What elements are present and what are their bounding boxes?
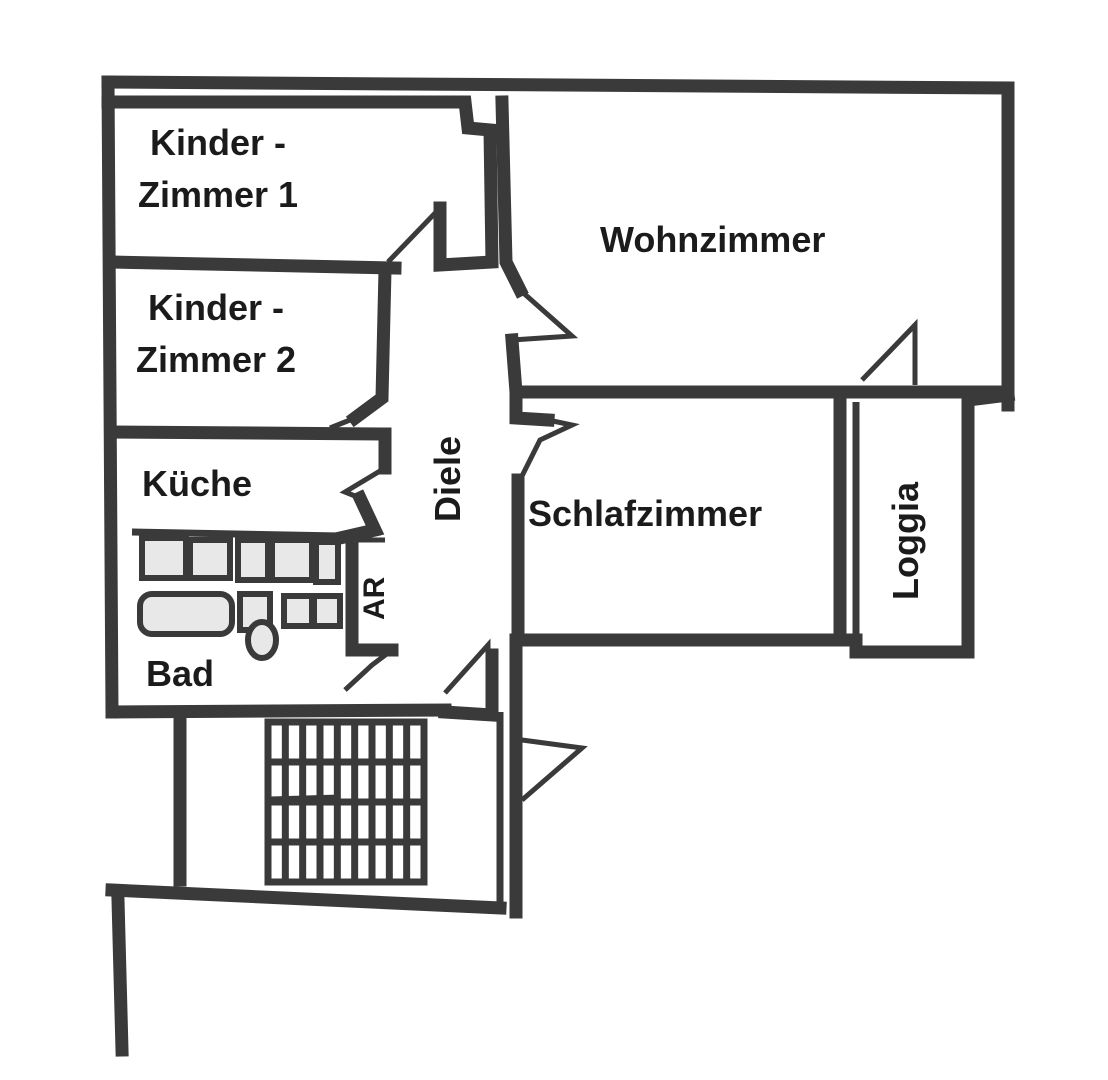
wall-kinder1-right (101, 95, 499, 272)
fixtures (137, 535, 343, 661)
kitchen-counter-3 (313, 539, 341, 585)
door-kueche (339, 465, 387, 501)
label-kueche: Küche (142, 463, 252, 504)
label-schlafzimmer: Schlafzimmer (528, 493, 762, 534)
door-kinder2 (329, 415, 356, 431)
door-kinder1 (386, 206, 442, 264)
wall-loggia-outer (849, 387, 1016, 659)
bathtub (137, 591, 235, 637)
wall-wohn-left (495, 95, 529, 299)
wall-bad-right (345, 541, 399, 657)
kitchen-counter-1 (139, 535, 189, 581)
wall-kinder1-kinder2 (105, 255, 402, 275)
bath-cabinet-1 (281, 593, 315, 629)
wall-diele-bottom-door (438, 648, 499, 722)
outer-wall-top (101, 75, 1015, 412)
label-kinderzimmer-2-line1: Kinder - (148, 287, 284, 328)
door-wohnzimmer (511, 288, 579, 343)
kitchen-sink (269, 537, 315, 583)
kitchen-stove (235, 537, 271, 583)
label-kinderzimmer-2-line2: Zimmer 2 (136, 339, 296, 380)
outer-wall-left (101, 75, 119, 719)
wall-kinder2-right (345, 263, 392, 428)
wall-schlaf-left (509, 395, 555, 427)
door-stair (520, 737, 588, 802)
wall-kinder2-kueche (105, 425, 392, 475)
door-bad (343, 648, 394, 692)
toilet (245, 619, 279, 661)
door-loggia (860, 318, 918, 385)
label-wohnzimmer: Wohnzimmer (600, 219, 825, 260)
label-loggia: Loggia (885, 481, 926, 600)
bath-cabinet-2 (311, 593, 343, 629)
staircase-arrow (269, 794, 341, 804)
label-kinderzimmer-1-line1: Kinder - (150, 122, 286, 163)
room-labels: Kinder - Zimmer 1 Kinder - Zimmer 2 Wohn… (136, 122, 926, 694)
wall-kueche-bottom (131, 528, 341, 540)
door-schlafzimmer (517, 417, 580, 482)
wall-wohn-left-lower (505, 333, 523, 399)
wall-kueche-right (332, 489, 385, 546)
label-abstellraum: AR (358, 576, 391, 620)
label-diele: Diele (427, 436, 468, 522)
kitchen-counter-2 (187, 537, 233, 581)
wall-lower-left (111, 893, 129, 1057)
wall-stair-bottom (105, 883, 507, 915)
door-entry (443, 638, 491, 695)
label-kinderzimmer-1-line2: Zimmer 1 (138, 174, 298, 215)
interior-walls (101, 95, 1015, 1057)
staircase (264, 718, 428, 886)
label-bad: Bad (146, 653, 214, 694)
outer-wall-bottom-bad (105, 703, 452, 719)
door-swings (329, 206, 918, 802)
